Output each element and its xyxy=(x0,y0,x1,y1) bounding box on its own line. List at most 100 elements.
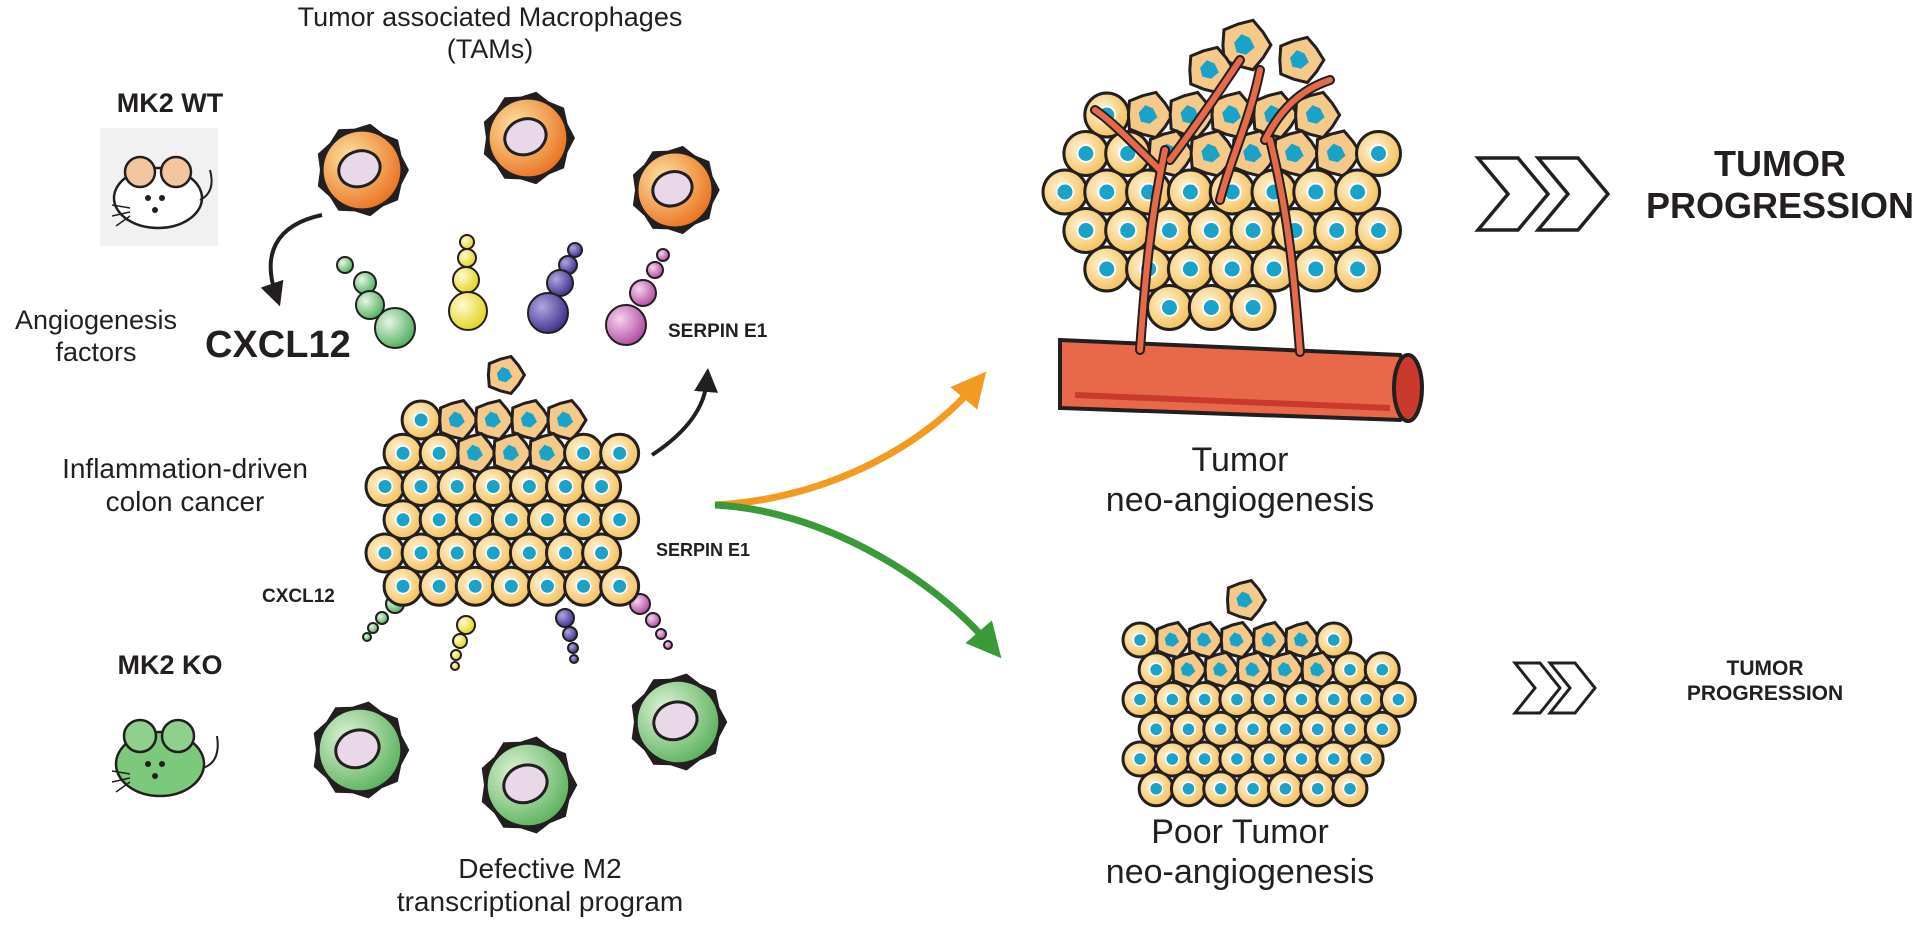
tumor-cell-icon xyxy=(486,354,527,396)
tumor-cell-icon xyxy=(1292,245,1340,293)
tumor-cell-icon xyxy=(1379,681,1417,718)
angiogenesis-label: Angiogenesis factors xyxy=(0,305,196,369)
chevron-arrow-icon-small xyxy=(1511,661,1597,715)
tumor-cell-icon xyxy=(1363,651,1401,689)
tumor-cell-icon xyxy=(1083,168,1131,216)
tumor-cell-icon xyxy=(1062,207,1110,254)
tumor-cell-icon xyxy=(563,499,605,541)
tumor-cell-icon xyxy=(436,532,478,574)
mk2-ko-label: MK2 KO xyxy=(117,650,223,680)
tumor-cell-icon xyxy=(599,432,641,474)
tumor-cell-icon xyxy=(454,565,496,607)
tumor-cell-icon xyxy=(1208,168,1256,216)
tumor-cell-icon xyxy=(1166,168,1214,216)
macrophage-orange-1 xyxy=(317,123,409,217)
tumor-cell-icon xyxy=(490,565,532,607)
inflammation-label: Inflammation-driven colon cancer xyxy=(60,452,310,518)
tumor-cell-icon xyxy=(1299,710,1337,748)
macrophage-orange-3 xyxy=(632,145,720,235)
tumor-cell-icon xyxy=(1169,770,1207,808)
tumor-cell-icon xyxy=(1166,245,1214,293)
tumor-cell-icon xyxy=(599,499,641,541)
tumor-cell-icon xyxy=(1294,90,1342,140)
inflammation-line1: Inflammation-driven xyxy=(62,453,308,484)
blood-vessel-icon xyxy=(1058,337,1424,423)
tumor-cell-icon xyxy=(1363,710,1401,748)
tumor-cell-icon xyxy=(1331,651,1369,689)
serpin-top-label: SERPIN E1 xyxy=(668,321,768,342)
tumor-cell-icon xyxy=(1278,35,1326,85)
factor-yellow-bottom xyxy=(450,615,476,671)
macrophage-green-1 xyxy=(313,701,410,799)
chevron-arrow-icon-big xyxy=(1474,156,1611,232)
tumor-cell-icon xyxy=(382,432,424,474)
tumor-cell-icon xyxy=(1186,681,1224,718)
defective-label: Defective M2 transcriptional program xyxy=(390,852,690,918)
tumor-cell-icon xyxy=(599,565,641,607)
tumor-cell-icon xyxy=(1229,207,1277,254)
tumor-cell-icon xyxy=(1355,207,1402,254)
serpin-bottom-label: SERPIN E1 xyxy=(656,540,751,560)
tumor-cell-icon xyxy=(1234,710,1272,748)
factor-group xyxy=(336,234,673,671)
macrophage-orange-2 xyxy=(483,91,575,185)
defective-line2: transcriptional program xyxy=(396,886,684,918)
macrophage-group xyxy=(313,91,728,834)
tumor-cell-icon xyxy=(1347,740,1385,778)
factor-green-top xyxy=(336,256,416,349)
tumor-cell-icon xyxy=(1203,650,1241,689)
tumor-cell-icon xyxy=(1041,168,1089,216)
tumor-cell-icon xyxy=(1104,207,1152,254)
tumor-cell-icon xyxy=(1137,710,1175,748)
tumor-progression-small: TUMOR PROGRESSION xyxy=(1655,657,1875,707)
tumor-cell-icon xyxy=(1146,284,1193,331)
tumor-cell-icon xyxy=(1266,710,1304,748)
tumor-cell-icon xyxy=(508,466,550,507)
mouse-wt-icon xyxy=(100,128,218,246)
tumor-cell-icon xyxy=(1126,90,1175,140)
tumor-cell-icon xyxy=(1229,284,1277,331)
factor-purple-bottom xyxy=(555,608,579,664)
tumor-cell-icon xyxy=(1234,770,1272,808)
tumor-cell-icon xyxy=(1315,621,1353,659)
tumor-cell-icon xyxy=(563,432,605,474)
tumor-cell-icon xyxy=(1062,130,1110,177)
tumor-progression-big: TUMOR PROGRESSION xyxy=(1630,143,1923,228)
tumor-cell-icon xyxy=(1202,710,1240,748)
tumor-cell-icon xyxy=(472,466,514,507)
tumor-cell-icon xyxy=(1187,207,1235,254)
tumor-cell-icon xyxy=(1137,770,1175,808)
neo-angiogenesis-label: Tumor neo-angiogenesis xyxy=(1080,440,1400,520)
angiogenesis-line2: factors xyxy=(55,336,137,367)
tumor-small xyxy=(1121,578,1417,808)
tumor-cell-icon xyxy=(545,532,586,574)
tumor-cell-icon xyxy=(1334,168,1382,216)
tumor-cell-icon xyxy=(1083,245,1131,293)
tumor-cell-icon xyxy=(1137,651,1175,689)
tumor-cell-icon xyxy=(1187,284,1235,331)
tumor-cell-icon xyxy=(474,398,516,442)
tumor-cell-icon xyxy=(418,565,460,607)
tumor-cell-icon xyxy=(1315,681,1353,718)
tumor-cell-icon xyxy=(1334,245,1382,293)
tumor-cell-icon xyxy=(364,466,406,507)
tumor-cell-icon xyxy=(1283,740,1320,778)
poor-neo-angiogenesis-label: Poor Tumor neo-angiogenesis xyxy=(1080,812,1400,892)
tumor-cell-icon xyxy=(1313,207,1361,254)
tumor-cell-icon xyxy=(400,399,442,441)
arrow-to-serpin xyxy=(650,368,718,457)
tumor-cell-icon xyxy=(526,499,568,541)
arrow-green xyxy=(714,501,1002,659)
poor-line1: Poor Tumor xyxy=(1151,813,1329,851)
arrow-orange xyxy=(714,371,987,509)
tumor-cell-icon xyxy=(1221,18,1273,72)
cxcl12-big-label: CXCL12 xyxy=(205,324,351,366)
macrophage-green-2 xyxy=(481,736,578,834)
tumor-cell-icon xyxy=(400,466,442,507)
tumor-cell-icon xyxy=(454,499,496,541)
tumor-cell-icon xyxy=(436,466,478,507)
neo-line2: neo-angiogenesis xyxy=(1105,481,1375,520)
tam-title: Tumor associated Macrophages (TAMs) xyxy=(230,2,750,66)
tumor-cell-icon xyxy=(382,565,424,607)
mouse-ko-icon xyxy=(111,718,219,798)
